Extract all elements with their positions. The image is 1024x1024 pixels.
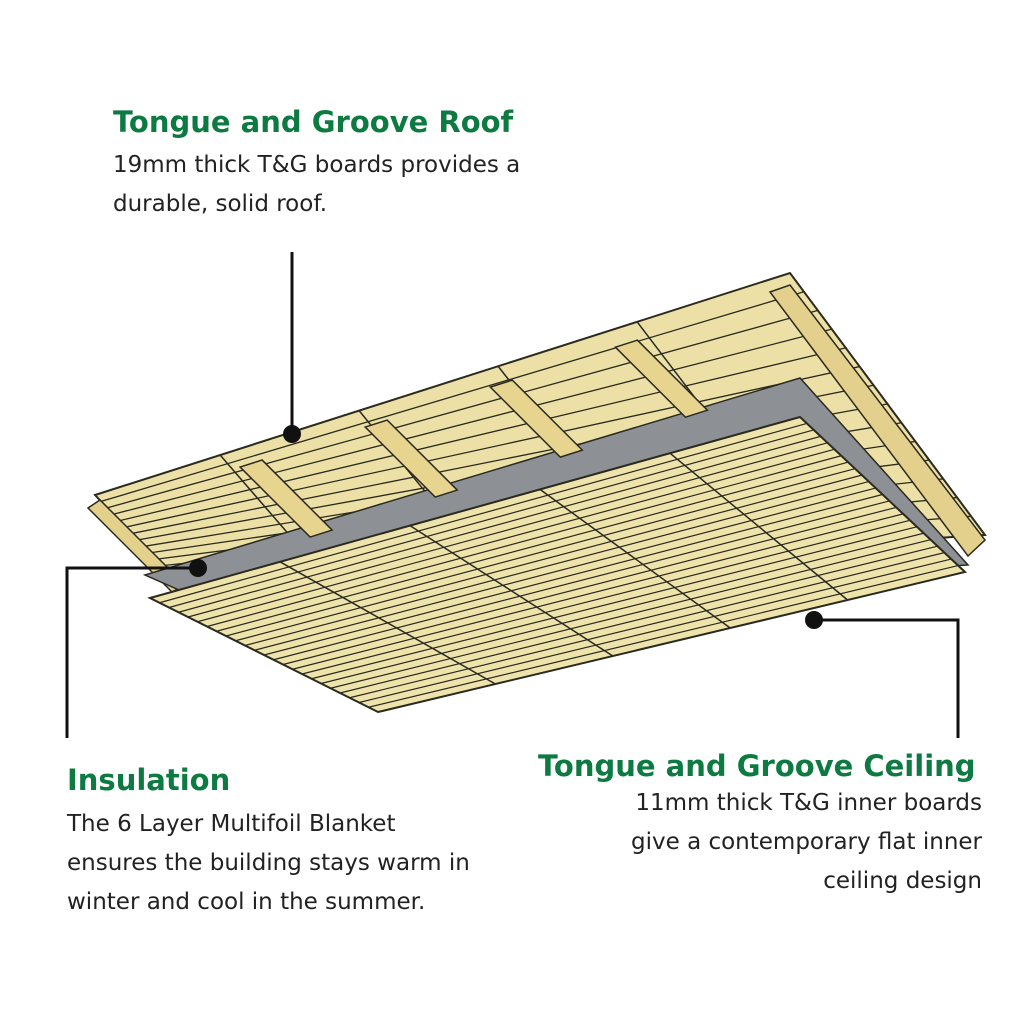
ceiling-board-line	[187, 442, 828, 618]
ceiling-board-seam	[409, 524, 614, 657]
roof-description-line: 19mm thick T&G boards provides a	[113, 152, 521, 178]
ceiling-board-line	[159, 422, 808, 604]
ceiling-board-line	[206, 455, 842, 628]
roof-board-line	[106, 309, 819, 509]
ceiling-board-line	[358, 558, 952, 704]
ceiling-board-line	[349, 552, 945, 699]
roof-purlins	[238, 339, 709, 538]
ceiling-board-line	[244, 481, 869, 647]
ceiling-board-line	[168, 429, 814, 609]
roof-purlin	[363, 419, 459, 498]
insulation-leader-line	[65, 566, 198, 738]
ceiling-board-line	[282, 506, 897, 666]
ceiling-board-seam	[279, 561, 496, 685]
ceiling-board-line	[320, 532, 924, 685]
ceiling-description-line: give a contemporary flat inner	[631, 829, 982, 855]
insulation-description: The 6 Layer Multifoil Blanket ensures th…	[67, 805, 470, 922]
ceiling-board-line	[368, 564, 959, 708]
insulation-description-line: ensures the building stays warm in	[67, 850, 470, 876]
ceiling-board-seam	[669, 452, 849, 601]
insulation-description-line: winter and cool in the summer.	[67, 889, 426, 915]
ceiling-board-line	[178, 435, 821, 613]
ceiling-description-line: ceiling design	[823, 868, 982, 894]
roof-board-line	[100, 291, 805, 503]
roof-description-line: durable, solid roof.	[113, 191, 328, 217]
ceiling-leader-line	[814, 618, 960, 738]
ceiling-description: 11mm thick T&G inner boards give a conte…	[560, 784, 982, 901]
insulation-title: Insulation	[67, 763, 231, 797]
ceiling-title: Tongue and Groove Ceiling	[538, 749, 976, 783]
insulation-leader-dot	[189, 559, 207, 577]
ceiling-board-seam	[539, 488, 731, 629]
roof-board-side-edge	[768, 284, 987, 558]
ceiling-board-line	[301, 519, 911, 675]
roof-board-line	[125, 365, 860, 528]
ceiling-board-line	[311, 526, 918, 680]
roof-purlin	[238, 459, 334, 538]
ceiling-board-line	[235, 474, 863, 642]
ceiling-board-line	[273, 500, 890, 661]
roof-title: Tongue and Groove Roof	[113, 105, 514, 139]
ceiling-leader-dot	[805, 611, 823, 629]
ceiling-board-line	[292, 513, 904, 670]
ceiling-board-line	[254, 487, 876, 651]
ceiling-board-line	[225, 468, 856, 637]
ceiling-board-line	[330, 539, 931, 689]
ceiling-board-line	[197, 448, 835, 623]
roof-description: 19mm thick T&G boards provides a durable…	[113, 146, 520, 224]
ceiling-board-line	[339, 545, 938, 694]
roof-board-line	[113, 328, 832, 515]
roof-purlin	[613, 339, 709, 419]
roof-purlin	[488, 379, 584, 458]
ceiling-board-line	[216, 461, 849, 632]
roof-board-line	[119, 347, 846, 522]
ceiling-description-line: 11mm thick T&G inner boards	[635, 790, 982, 816]
leader-lines	[65, 252, 960, 738]
ceiling-board-line	[263, 493, 883, 656]
insulation-description-line: The 6 Layer Multifoil Blanket	[67, 811, 396, 837]
ceiling-boards	[147, 415, 968, 714]
roof-leader-dot	[283, 425, 301, 443]
